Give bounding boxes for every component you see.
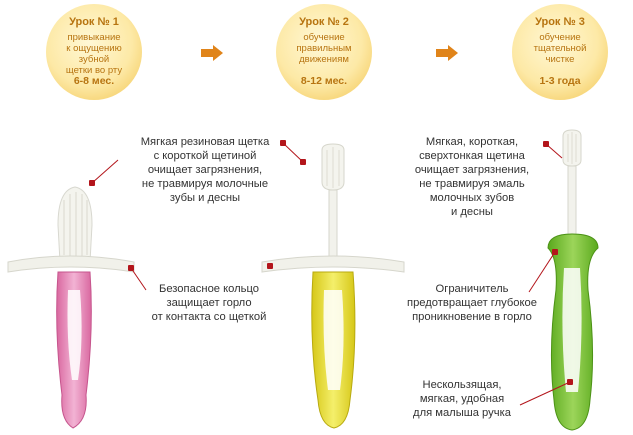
lesson-1-title: Урок № 1	[69, 16, 119, 28]
pointer-dot	[280, 140, 286, 146]
lesson-3-title: Урок № 3	[535, 16, 585, 28]
pointer-dot	[300, 159, 306, 165]
lesson-2-badge: Урок № 2 обучение правильным движениям 8…	[276, 4, 372, 100]
safety-ring-callout: Безопасное кольцо защищает горло от конт…	[151, 283, 267, 323]
lesson-1-age: 6-8 мес.	[73, 75, 115, 87]
brush-description-callout: Мягкая резиновая щетка с короткой щетино…	[140, 136, 270, 204]
pointer-dot	[89, 180, 95, 186]
pointer-dot	[128, 265, 134, 271]
toothbrush-1-image	[7, 186, 135, 429]
arrow-right-icon	[436, 45, 458, 61]
limiter-callout: Ограничитель предотвращает глубокое прон…	[407, 283, 537, 323]
lesson-3-age: 1-3 года	[539, 75, 581, 87]
pointer-dot	[267, 263, 273, 269]
lesson-2-age: 8-12 мес.	[300, 75, 348, 87]
pointer-dot	[543, 141, 549, 147]
lesson-3-badge: Урок № 3 обучение тщательной чистке 1-3 …	[512, 4, 608, 100]
lesson-2-description: обучение правильным движениям	[296, 32, 352, 65]
handle-callout: Нескользящая, мягкая, удобная для малыша…	[413, 379, 511, 419]
pointer-dot	[552, 249, 558, 255]
lesson-1-description: привыкание к ощущению зубной щетки во рт…	[65, 32, 123, 76]
pointer-dot	[567, 379, 573, 385]
bristles-callout: Мягкая, короткая, сверхтонкая щетина очи…	[414, 136, 530, 218]
lesson-2-title: Урок № 2	[299, 16, 349, 28]
toothbrush-2-image	[261, 143, 405, 429]
lesson-1-badge: Урок № 1 привыкание к ощущению зубной ще…	[46, 4, 142, 100]
lesson-3-description: обучение тщательной чистке	[533, 32, 587, 65]
toothbrush-3-image	[547, 129, 599, 431]
arrow-right-icon	[201, 45, 223, 61]
